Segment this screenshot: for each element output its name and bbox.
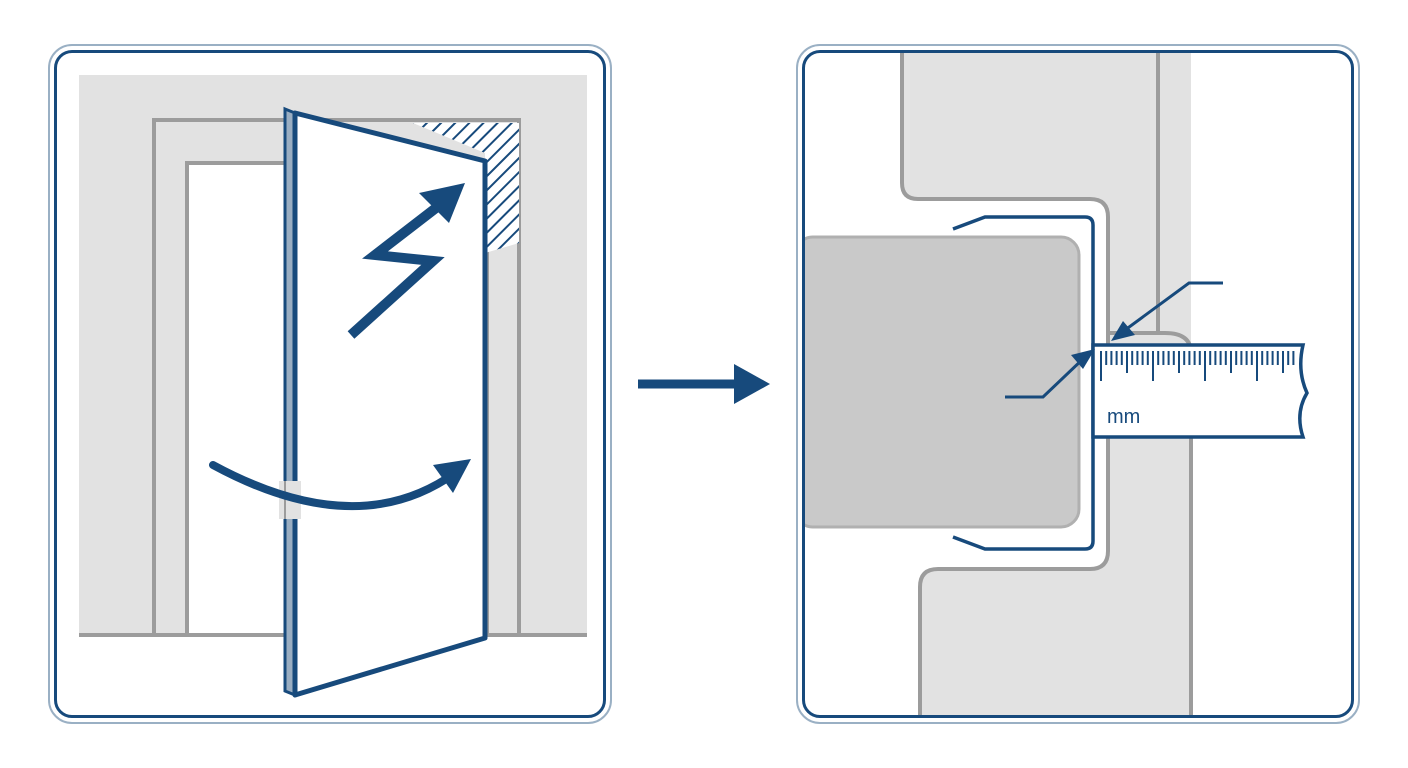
gap-measurement-panel: mm xyxy=(796,44,1360,724)
frame-section-icon xyxy=(900,53,1193,715)
lightning-arrow-icon xyxy=(347,183,465,339)
gap-pointer-arrows-icon xyxy=(1005,281,1223,399)
right-arrow-icon xyxy=(638,364,770,404)
door-rubbing-illustration xyxy=(79,75,587,698)
door-rubbing-panel-inner xyxy=(54,50,606,718)
swing-arrow-icon xyxy=(209,459,471,511)
gap-measurement-panel-inner: mm xyxy=(802,50,1354,718)
ruler-unit-label: mm xyxy=(1107,406,1140,428)
ruler-icon: mm xyxy=(1091,343,1309,439)
hatched-rub-area-icon xyxy=(413,123,519,253)
door-rubbing-panel xyxy=(48,44,612,724)
door-edge-block-icon xyxy=(805,235,1081,529)
ruler-ticks xyxy=(1100,351,1295,381)
gap-measurement-illustration: mm xyxy=(805,53,1309,715)
